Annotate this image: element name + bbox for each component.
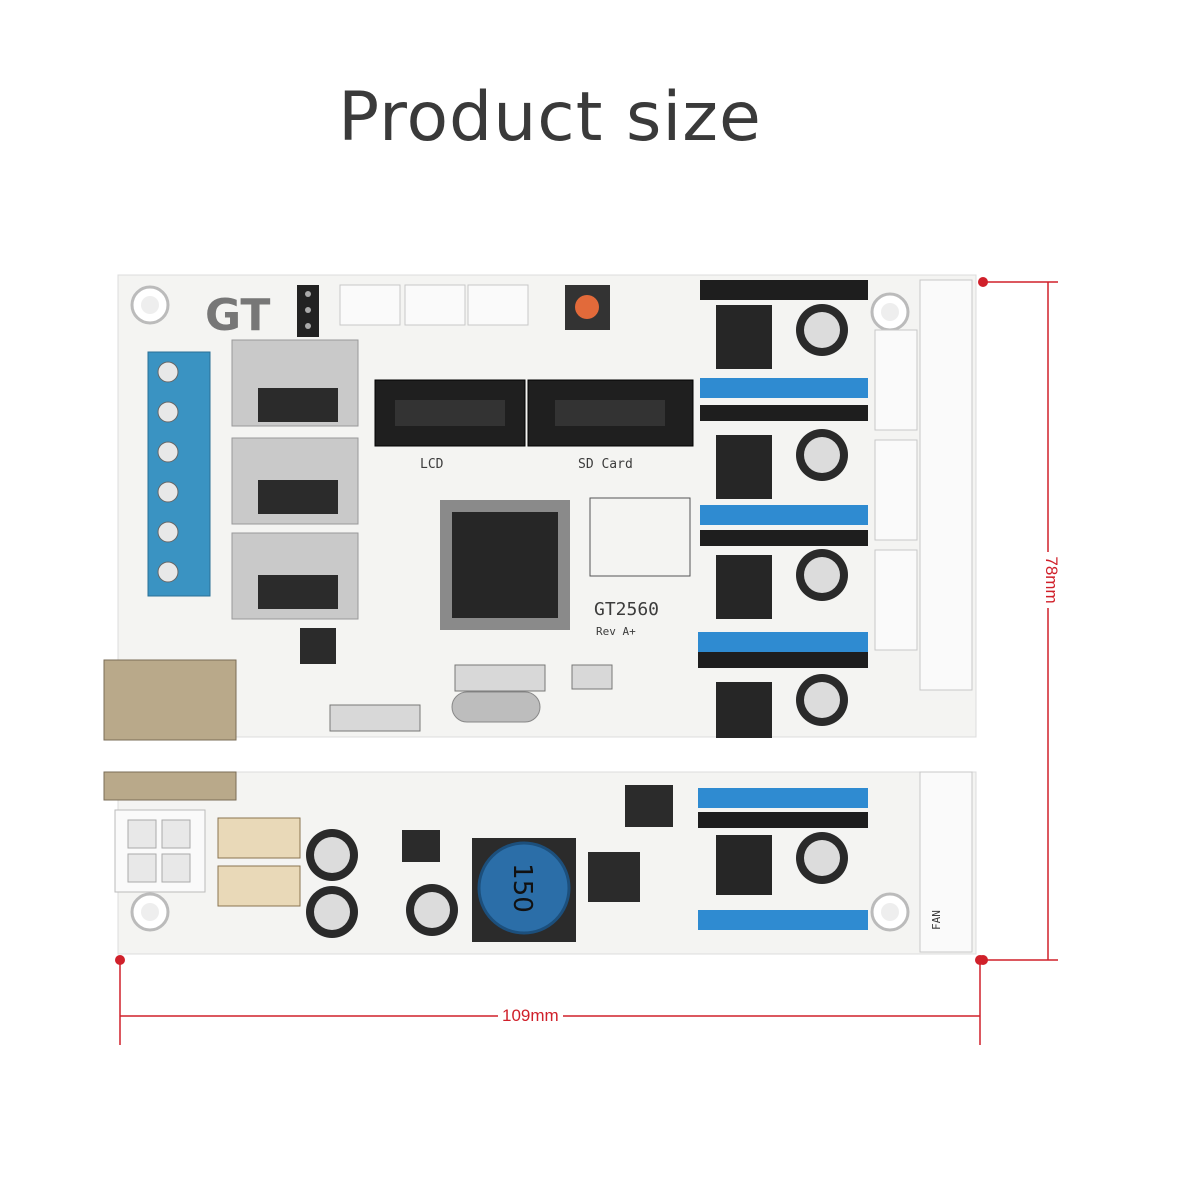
- height-label: 78mm: [1041, 552, 1061, 608]
- lcd-label: LCD: [420, 457, 444, 472]
- mcu-chip: [452, 512, 558, 618]
- logo-text: GT: [205, 290, 270, 341]
- fan-label: FAN: [930, 910, 943, 930]
- board-revision: Rev A+: [596, 625, 636, 638]
- width-dimension: [115, 955, 985, 1045]
- board-model: GT2560: [594, 599, 659, 620]
- page-title: Product size: [338, 78, 762, 157]
- width-label: 109mm: [498, 1006, 563, 1026]
- stepper-drivers-upper: [698, 280, 868, 738]
- inductor-label: 150: [507, 863, 537, 913]
- height-dimension: [978, 277, 1058, 965]
- sd-card-label: SD Card: [578, 457, 633, 472]
- board-upper: GT: [103, 274, 977, 741]
- board-lower: 150 FAN: [103, 771, 977, 955]
